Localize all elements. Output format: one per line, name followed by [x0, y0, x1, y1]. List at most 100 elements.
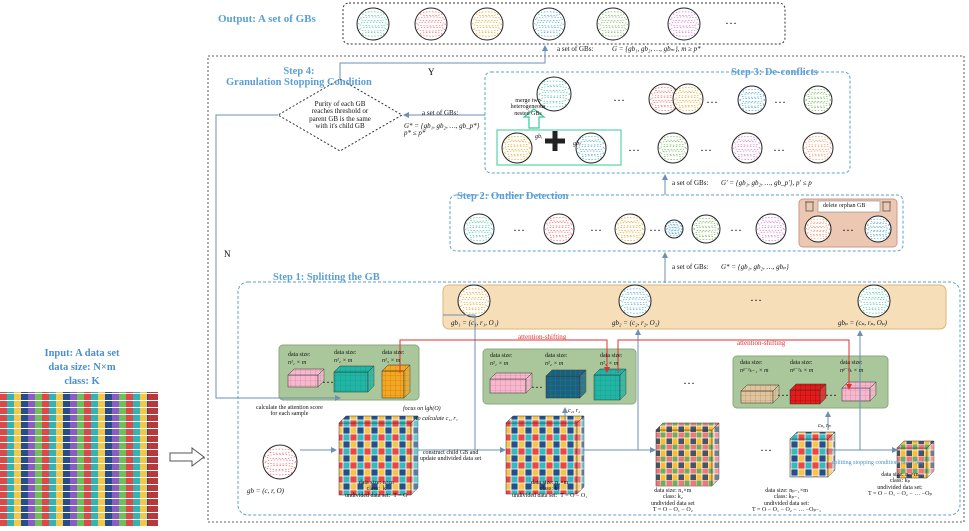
ds-value: nᵖ⁻¹ₖ × m [790, 368, 814, 374]
data-cuboid [841, 381, 877, 402]
step2-box [449, 194, 904, 252]
merge-text: merge two heterogeneous nested GBs [510, 98, 546, 117]
plus-icon [545, 131, 565, 151]
ellipsis: … [725, 13, 737, 27]
granular-ball [262, 444, 298, 480]
ellipsis: … [590, 220, 602, 234]
merge-highlight [496, 129, 622, 166]
granular-ball [575, 132, 607, 164]
output-balls [356, 7, 701, 41]
ds-value: n¹₂ × m [334, 358, 353, 364]
granular-ball [536, 76, 572, 112]
input-title: Input: A data set [44, 348, 120, 359]
input-dataset-side [148, 392, 158, 526]
step1-balls [262, 284, 891, 480]
delete-orphan-label: delete orphan GB [823, 203, 866, 209]
data-cuboid [489, 372, 533, 394]
granular-ball [857, 284, 891, 318]
trash-icon [805, 201, 814, 212]
ellipsis: … [777, 385, 789, 399]
granular-ball [457, 284, 491, 318]
ellipsis: … [531, 377, 543, 391]
condition-diamond [277, 78, 403, 152]
ds-value: n¹₃ × m [382, 358, 401, 364]
stop-condition: splitting stopping condition: |nₚ| = |kₚ… [832, 460, 924, 466]
gbp-def: gbₚ = (cₚ, rₚ, Oₚ) [838, 319, 887, 327]
focus-text: focus on lgh(O) [403, 406, 441, 412]
data-cuboid [545, 369, 587, 399]
set-label-2: a set of GBs: [672, 179, 709, 187]
ds-label: data size: [490, 353, 513, 359]
step2-balls [463, 213, 892, 245]
attention-shift-2: attention-shifting [737, 339, 786, 347]
ds-value: nᵖ⁻¹ₖ₋₁ × m [740, 368, 769, 374]
ds-value: n²₂ × m [545, 361, 564, 367]
data-cuboid [381, 364, 411, 399]
gb-i-label: gbᵢ [535, 134, 542, 140]
granular-ball [731, 132, 763, 164]
granular-ball [802, 132, 834, 164]
ds-label: data size: [382, 350, 405, 356]
granular-ball [737, 85, 767, 115]
g-star-1: G* = {gb₁, gb₂, …, gbₚ} [721, 263, 789, 271]
ds-label: data size: [840, 360, 863, 366]
input-size: data size: N×m [48, 362, 116, 373]
granular-ball [691, 214, 721, 244]
granular-ball [532, 7, 566, 41]
ds-label: data size: [790, 360, 813, 366]
dataset-info-1: data size: n₁×m class: k₁ undivided data… [512, 480, 588, 499]
ds-value: nᵖ⁻¹ₖ × m [840, 368, 864, 374]
granular-ball [864, 215, 892, 243]
ellipsis: … [322, 372, 334, 386]
input-dataset-cube [0, 392, 148, 526]
step4-label: Step 4: Granulation Stopping Condition [226, 66, 372, 89]
step3-box [484, 71, 851, 174]
data-cuboid [333, 365, 375, 393]
dataset-info-2: data size: n₂×m class: k₂ undivided data… [651, 488, 695, 513]
delete-orphan-label-box [817, 200, 881, 213]
ellipsis: … [750, 290, 762, 304]
ellipsis: … [730, 220, 742, 234]
ellipsis: … [842, 220, 854, 234]
ds-value: n¹₁ × m [288, 360, 307, 366]
to-calc-text: to calculate c₁, r₁ [416, 416, 458, 422]
ellipsis: … [706, 92, 718, 106]
ellipsis: … [683, 373, 695, 387]
set-label-out: a set of GBs: [557, 45, 594, 53]
dataset-info-p: data size: nₚ×m class: kₚ undivided data… [868, 472, 932, 497]
input-arrow-icon [169, 447, 205, 467]
granular-ball [463, 213, 495, 245]
up-arrow-icon [522, 108, 546, 129]
data-cube [338, 415, 419, 496]
step3-balls [501, 76, 834, 164]
granular-ball [672, 83, 704, 115]
attention-shift-lines [399, 339, 852, 390]
ellipsis: … [649, 220, 661, 234]
ellipsis: … [773, 140, 785, 154]
data-cubes [338, 415, 935, 496]
ds-value: n²₃ × m [600, 361, 619, 367]
granular-ball [501, 132, 533, 164]
granular-ball [414, 7, 448, 41]
gb2-def: gb₂ = (c₂, r₂, O₂) [612, 319, 660, 327]
step3-label: Step 3: De-conflicts [731, 67, 818, 78]
cuboids [287, 364, 877, 405]
attention-shift-1: attention-shifting [518, 333, 567, 341]
g-prime-2: G' = {gb₁, gb₂, …, gb_p'}, p' ≤ p [721, 179, 812, 187]
granular-ball [614, 213, 646, 245]
granular-ball [755, 213, 787, 245]
data-cuboid [593, 368, 627, 401]
granular-ball [470, 7, 504, 41]
data-cube [896, 440, 935, 479]
granular-ball [803, 85, 833, 115]
gb-def: gb = (c, r, O) [247, 487, 284, 495]
data-cuboid [287, 368, 325, 388]
construct-text: construct child GB and update undivided … [420, 450, 482, 463]
c2r2: c₂, r₂ [568, 408, 581, 414]
ellipsis: … [700, 140, 712, 154]
g-output: G = {gb₁, gb₂, …, gbₘ}, m ≥ p* [612, 45, 701, 53]
data-cuboid [740, 384, 780, 404]
calc-attention-text: calculate the attention score for each s… [256, 405, 323, 418]
